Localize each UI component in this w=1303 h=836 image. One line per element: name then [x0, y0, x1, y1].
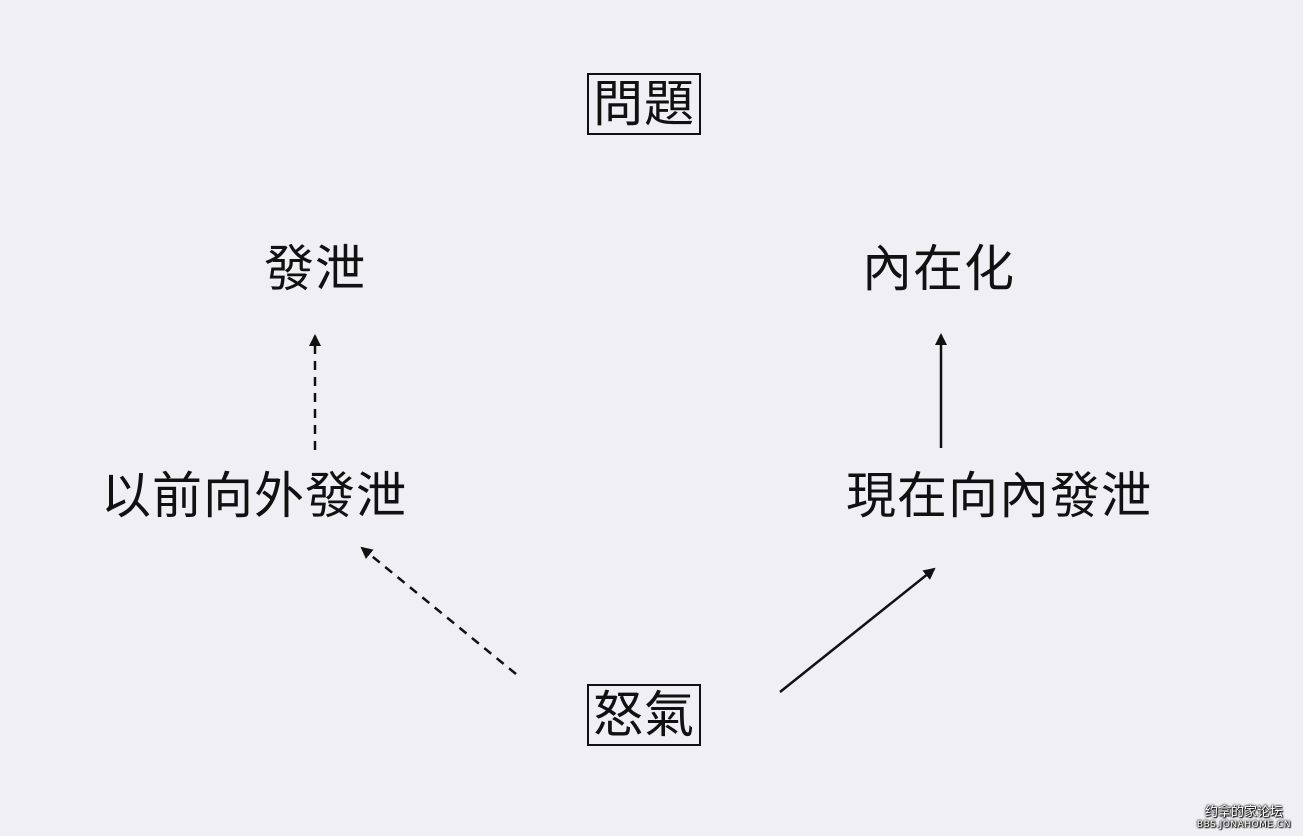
node-problem: 問題 — [587, 73, 701, 135]
node-now-inward: 現在向內發泄 — [846, 467, 1152, 525]
watermark-title: 约拿的家论坛 — [1204, 805, 1283, 820]
node-vent: 發泄 — [264, 240, 366, 298]
node-past-outward: 以前向外發泄 — [101, 467, 407, 525]
watermark-url: BBS.JONAHOME.CN — [1196, 820, 1291, 830]
arrow-anger-to-past-outward — [360, 546, 517, 675]
node-anger: 怒氣 — [587, 684, 701, 746]
watermark: 约拿的家论坛 BBS.JONAHOME.CN — [1197, 801, 1291, 830]
arrow-anger-to-now-inward — [779, 567, 936, 693]
node-internalize: 內在化 — [862, 240, 1015, 298]
